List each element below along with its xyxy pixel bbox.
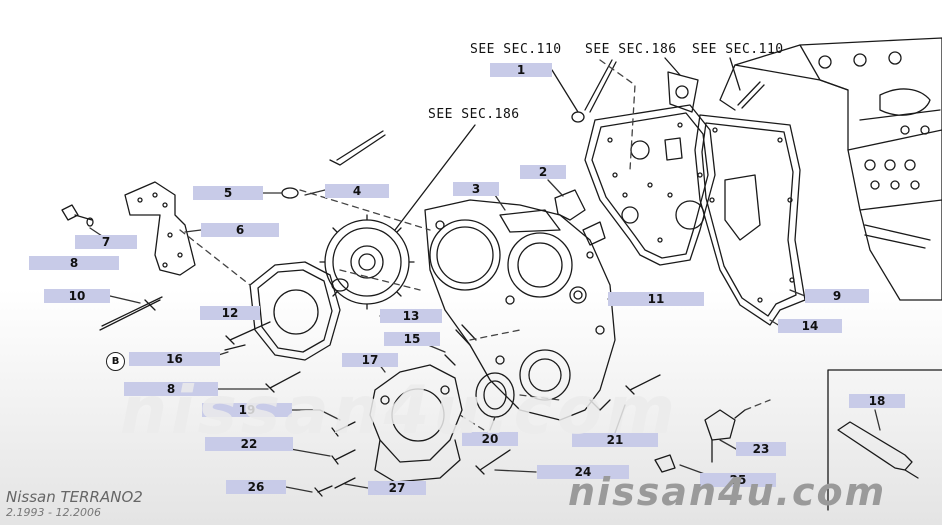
small-gasket-hole	[675, 85, 689, 99]
gasket-2	[554, 189, 586, 221]
callout-16: 16	[129, 352, 220, 366]
sealant-tube-box	[827, 369, 942, 511]
leader-see-110-b	[729, 57, 741, 91]
callout-9: 9	[805, 289, 869, 303]
rear-plate-14	[694, 114, 806, 326]
callout-23: 23	[736, 442, 786, 456]
bolt-24	[475, 449, 511, 475]
idler-gear	[319, 214, 415, 310]
screw-27	[334, 477, 356, 489]
watermark-center: nissan4u.com	[120, 372, 679, 449]
washer-26	[314, 485, 333, 497]
callout-10: 10	[44, 289, 110, 303]
callout-20: 20	[462, 432, 518, 446]
callout-26: 26	[226, 480, 286, 494]
dowel-15	[444, 354, 456, 366]
callout-11: 11	[608, 292, 704, 306]
callout-21: 21	[572, 433, 658, 447]
ref-see-sec-110-b: SEE SEC.110	[692, 42, 784, 57]
watermark-corner: nissan4u.com	[568, 470, 887, 514]
bracket-6	[124, 181, 196, 276]
callout-7: 7	[75, 235, 137, 249]
stud-bolt-top-b	[737, 81, 765, 109]
guide-10	[99, 296, 163, 331]
vehicle-model: Nissan TERRANO2	[6, 488, 143, 506]
ref-see-sec-186-a: SEE SEC.186	[428, 107, 520, 122]
callout-3: 3	[453, 182, 499, 196]
bolt-8b	[265, 371, 301, 393]
callout-8-top: 8	[29, 256, 119, 270]
leader-see-186	[664, 57, 681, 76]
callout-8-bottom: 8	[124, 382, 218, 396]
stud-bolt-top-a	[584, 59, 617, 113]
oil-pump-17	[369, 364, 463, 483]
bolt-21	[625, 374, 661, 395]
callout-14: 14	[778, 319, 842, 333]
callout-1: 1	[490, 63, 552, 77]
leader-see-186-a	[394, 124, 476, 231]
callout-27: 27	[368, 481, 426, 495]
section-marker-badge: B	[106, 352, 125, 371]
callout-6: 6	[201, 223, 279, 237]
bolt-16	[224, 344, 246, 351]
bolt-22	[331, 449, 356, 465]
seal-plate-12	[249, 261, 341, 361]
oil-seal-20-inner	[483, 380, 507, 410]
callout-5: 5	[193, 186, 263, 200]
leader-1	[551, 69, 579, 113]
gasket-11	[584, 104, 716, 266]
bolt-8-top	[61, 204, 93, 221]
sensor-23	[654, 409, 746, 473]
callout-13: 13	[380, 309, 442, 323]
callout-19: 19	[202, 403, 292, 417]
callout-12: 12	[200, 306, 260, 320]
vehicle-period: 2.1993 - 12.2006	[6, 506, 101, 519]
callout-15: 15	[384, 332, 440, 346]
gasket-2b	[582, 221, 606, 246]
front-cover-3	[424, 199, 616, 421]
dowel-13	[455, 324, 477, 346]
small-gasket-top	[667, 71, 699, 113]
dipstick-4	[329, 130, 386, 166]
ref-see-sec-110-a: SEE SEC.110	[470, 42, 562, 57]
washer-7	[86, 217, 94, 227]
nut-1	[571, 111, 585, 123]
callout-24: 24	[537, 465, 629, 479]
engine-block-outline	[719, 37, 942, 301]
callout-22: 22	[205, 437, 293, 451]
callout-2: 2	[520, 165, 566, 179]
callout-17: 17	[342, 353, 398, 367]
callout-25: 25	[700, 473, 776, 487]
callout-18: 18	[849, 394, 905, 408]
bolt-19	[331, 421, 356, 437]
callout-4: 4	[325, 184, 389, 198]
bolt-12	[225, 321, 271, 345]
alignment-dashes	[179, 59, 771, 441]
ref-see-sec-186-b: SEE SEC.186	[585, 42, 677, 57]
clip-5	[281, 187, 299, 199]
